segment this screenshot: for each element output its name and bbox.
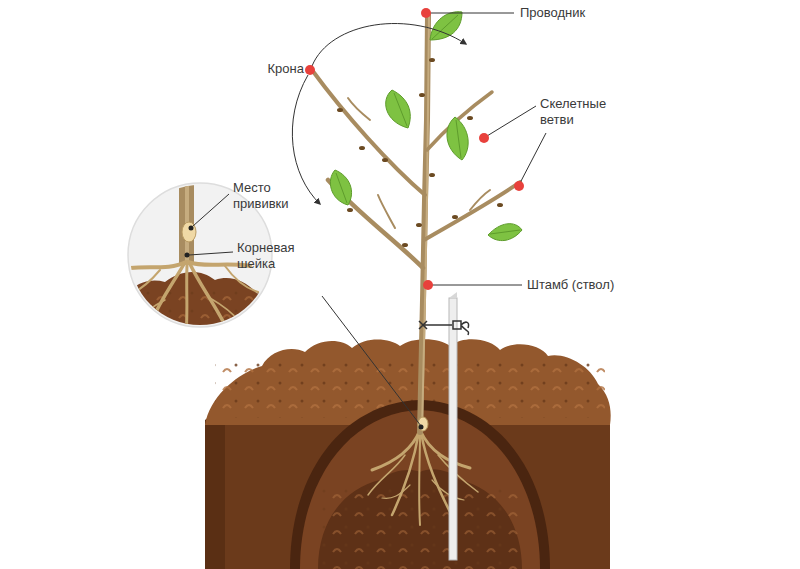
root [438, 455, 478, 492]
bud [416, 223, 422, 227]
part-label: Корневая шейка [237, 240, 309, 272]
bud [382, 158, 388, 162]
branch [470, 190, 490, 210]
part-label: Штамб (ствол) [527, 277, 657, 293]
leaves [330, 12, 522, 241]
leaf [447, 117, 468, 160]
callout-dots [305, 8, 524, 290]
bud [497, 203, 503, 207]
tie-cross [419, 321, 427, 329]
leader-line [193, 194, 229, 226]
root [130, 262, 186, 268]
tie-line [423, 324, 452, 326]
leaf-vein [490, 230, 520, 234]
root [150, 264, 184, 325]
crown-arrow [292, 75, 320, 204]
part-label: Проводник [520, 5, 630, 21]
leaf-vein [336, 173, 347, 203]
crown-arrow [312, 24, 466, 66]
callout-dot [479, 133, 489, 143]
leaf [488, 224, 522, 241]
branch [378, 195, 395, 228]
stake-top [449, 292, 457, 298]
part-label: Скелетные ветви [540, 96, 620, 128]
root [368, 455, 405, 495]
leader-line [520, 133, 546, 183]
callout-dot [514, 181, 524, 191]
tie-knot [453, 321, 469, 335]
root [418, 432, 421, 525]
leaf-vein [456, 120, 461, 158]
root [128, 270, 160, 296]
bud [467, 116, 473, 120]
leader-line [428, 13, 514, 14]
branch [312, 70, 425, 195]
callout-dot [305, 65, 315, 75]
root [190, 264, 225, 325]
leader-lines [189, 13, 546, 426]
bud [452, 215, 458, 219]
leader-line [322, 296, 421, 426]
trunk [420, 15, 428, 432]
leaf [330, 170, 351, 205]
part-label: Крона [246, 61, 304, 77]
buds [337, 58, 503, 247]
stake-tie [419, 321, 469, 335]
leaf-vein [432, 15, 458, 39]
part-label: Место прививки [233, 180, 305, 212]
root [382, 485, 410, 498]
tree [312, 15, 520, 432]
bud [337, 108, 343, 112]
inset-soil-texture [130, 290, 270, 340]
soil-block [205, 339, 611, 569]
root [421, 432, 450, 512]
bud [419, 93, 425, 97]
inset-roots [128, 262, 258, 335]
leader-line [487, 106, 536, 136]
branch [348, 98, 370, 120]
leaf-veins [336, 15, 520, 234]
bud [429, 173, 435, 177]
small-dots [185, 226, 424, 430]
leaf [430, 12, 462, 40]
bud [359, 146, 365, 150]
leader-end [185, 253, 190, 258]
callout-dot [423, 280, 433, 290]
leader-end [189, 226, 194, 231]
callout-dot [421, 8, 431, 18]
root [392, 432, 419, 515]
bud [429, 58, 435, 62]
roots [368, 430, 478, 525]
leader-end [419, 425, 424, 430]
leaf-vein [394, 93, 407, 126]
trunk-shade [422, 15, 429, 430]
root [186, 265, 187, 335]
leader-line [431, 285, 522, 286]
bud [347, 208, 353, 212]
soil-side [205, 405, 225, 569]
bud [402, 243, 408, 247]
leader-line [189, 252, 233, 255]
planting-pit-edge [290, 400, 550, 569]
root [432, 480, 464, 500]
root [138, 300, 165, 320]
support-stake [449, 298, 457, 560]
leaf [386, 90, 411, 128]
